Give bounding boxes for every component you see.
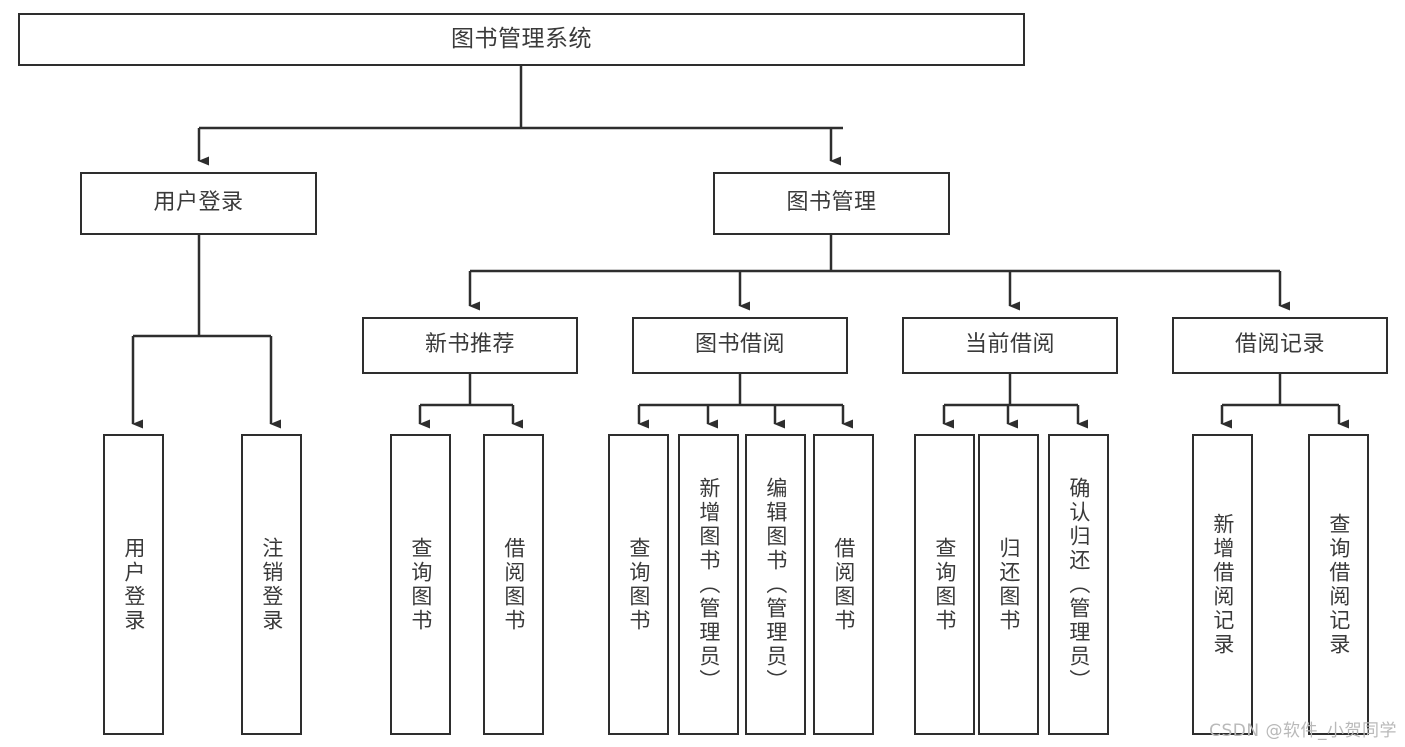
node-label: 借阅图书 bbox=[831, 536, 856, 633]
node-new-book-recommend[interactable]: 新书推荐 bbox=[362, 317, 578, 374]
leaf-query-book-current[interactable]: 查询图书 bbox=[914, 434, 975, 735]
node-current-borrow[interactable]: 当前借阅 bbox=[902, 317, 1118, 374]
leaf-add-borrow-record[interactable]: 新增借阅记录 bbox=[1192, 434, 1253, 735]
node-book-management[interactable]: 图书管理 bbox=[713, 172, 950, 235]
node-label: 编辑图书（管理员） bbox=[763, 476, 788, 693]
leaf-edit-book[interactable]: 编辑图书（管理员） bbox=[745, 434, 806, 735]
leaf-add-book[interactable]: 新增图书（管理员） bbox=[678, 434, 739, 735]
node-book-borrow[interactable]: 图书借阅 bbox=[632, 317, 848, 374]
node-label: 借阅记录 bbox=[1234, 332, 1325, 358]
leaf-query-book-borrow[interactable]: 查询图书 bbox=[608, 434, 669, 735]
leaf-borrow-book-recommend[interactable]: 借阅图书 bbox=[483, 434, 544, 735]
node-label: 当前借阅 bbox=[964, 332, 1055, 358]
node-label: 查询借阅记录 bbox=[1326, 512, 1351, 657]
node-label: 新增图书（管理员） bbox=[696, 476, 721, 693]
leaf-user-login[interactable]: 用户登录 bbox=[103, 434, 164, 735]
node-label: 用户登录 bbox=[121, 536, 146, 633]
leaf-confirm-return[interactable]: 确认归还（管理员） bbox=[1048, 434, 1109, 735]
node-label: 归还图书 bbox=[996, 536, 1021, 633]
node-label: 新增借阅记录 bbox=[1210, 512, 1235, 657]
node-borrow-record[interactable]: 借阅记录 bbox=[1172, 317, 1388, 374]
node-label: 查询图书 bbox=[932, 536, 957, 633]
node-user-login[interactable]: 用户登录 bbox=[80, 172, 317, 235]
node-root-book-management-system[interactable]: 图书管理系统 bbox=[18, 13, 1025, 66]
node-label: 确认归还（管理员） bbox=[1066, 476, 1091, 693]
node-label: 用户登录 bbox=[153, 190, 244, 216]
node-label: 新书推荐 bbox=[424, 332, 515, 358]
node-label: 查询图书 bbox=[408, 536, 433, 633]
leaf-return-book[interactable]: 归还图书 bbox=[978, 434, 1039, 735]
leaf-logout[interactable]: 注销登录 bbox=[241, 434, 302, 735]
node-label: 图书管理系统 bbox=[451, 25, 592, 52]
node-label: 图书管理 bbox=[786, 190, 877, 216]
leaf-query-book-recommend[interactable]: 查询图书 bbox=[390, 434, 451, 735]
node-label: 查询图书 bbox=[626, 536, 651, 633]
node-label: 借阅图书 bbox=[501, 536, 526, 633]
node-label: 图书借阅 bbox=[694, 332, 785, 358]
leaf-query-borrow-record[interactable]: 查询借阅记录 bbox=[1308, 434, 1369, 735]
leaf-borrow-book[interactable]: 借阅图书 bbox=[813, 434, 874, 735]
node-label: 注销登录 bbox=[259, 536, 284, 633]
